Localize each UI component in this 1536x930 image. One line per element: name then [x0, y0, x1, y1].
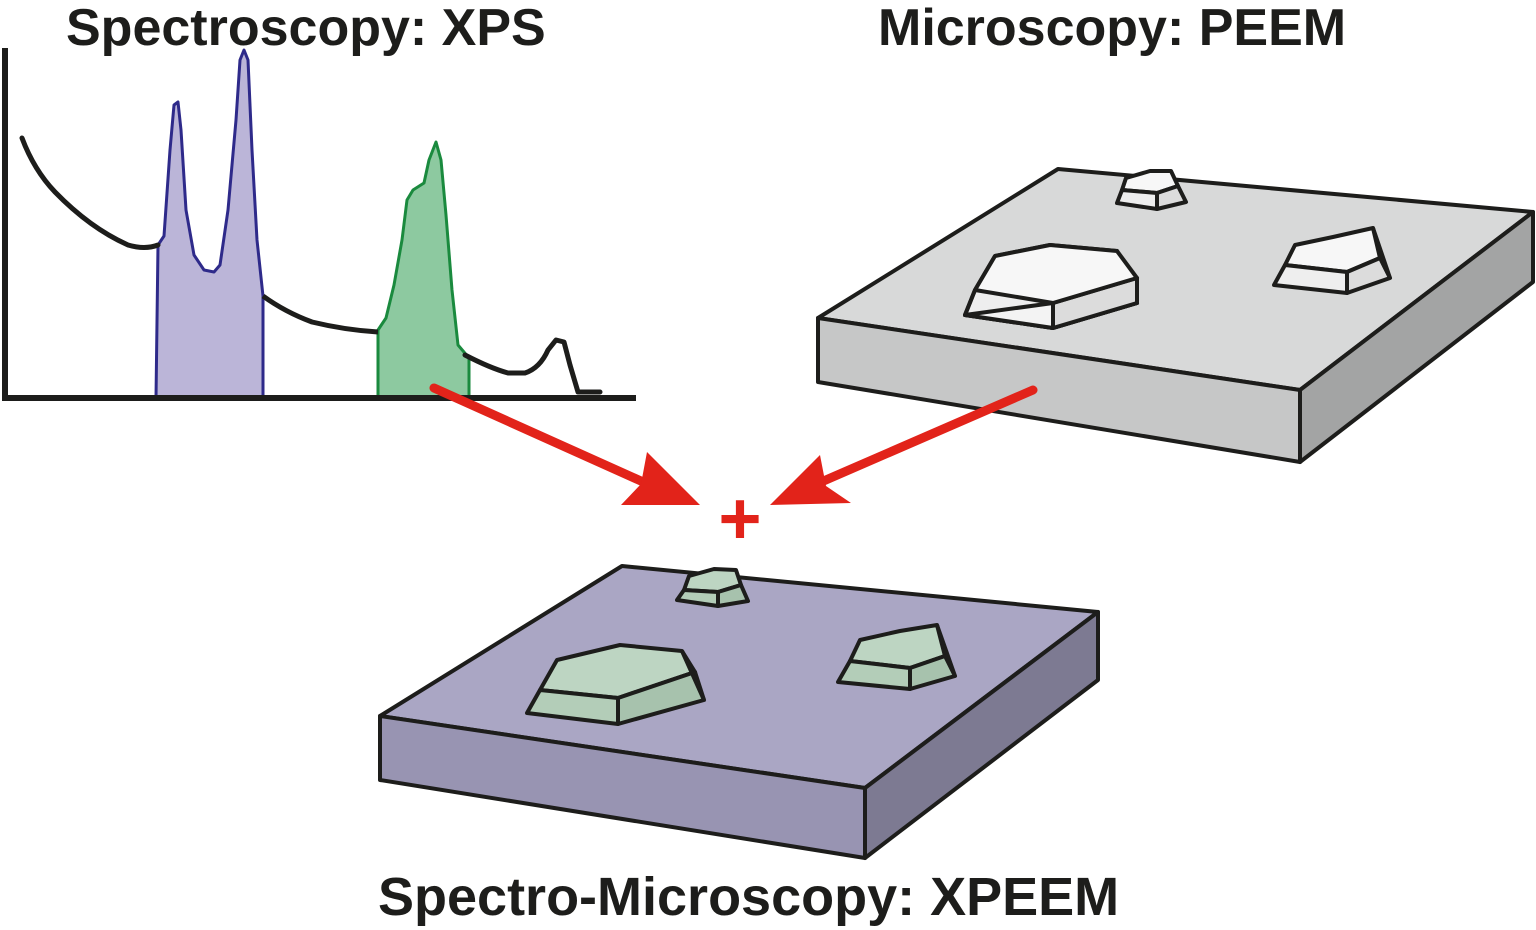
spectro-microscopy-title: Spectro-Microscopy: XPEEM — [378, 867, 1120, 927]
xps-doublet-peak — [154, 48, 265, 400]
arrow-from-peem-shaft — [807, 385, 1038, 491]
xps-spectrum — [2, 48, 636, 401]
xps-green-peak — [376, 140, 471, 400]
peem-slab-side — [1298, 210, 1535, 464]
combination-arrows: + — [429, 383, 1038, 560]
microscopy-title: Microscopy: PEEM — [878, 0, 1347, 57]
peem-sample — [816, 167, 1535, 464]
spectroscopy-title: Spectroscopy: XPS — [66, 0, 546, 57]
arrow-from-xps-head — [621, 452, 700, 505]
arrow-from-xps-shaft — [429, 383, 657, 491]
xps-spectrum-curve — [19, 135, 161, 250]
arrow-from-peem-head — [770, 455, 851, 505]
xpeem-sample — [378, 564, 1100, 860]
xpeem-slab-side — [863, 610, 1100, 860]
plus-sign: + — [718, 477, 761, 560]
